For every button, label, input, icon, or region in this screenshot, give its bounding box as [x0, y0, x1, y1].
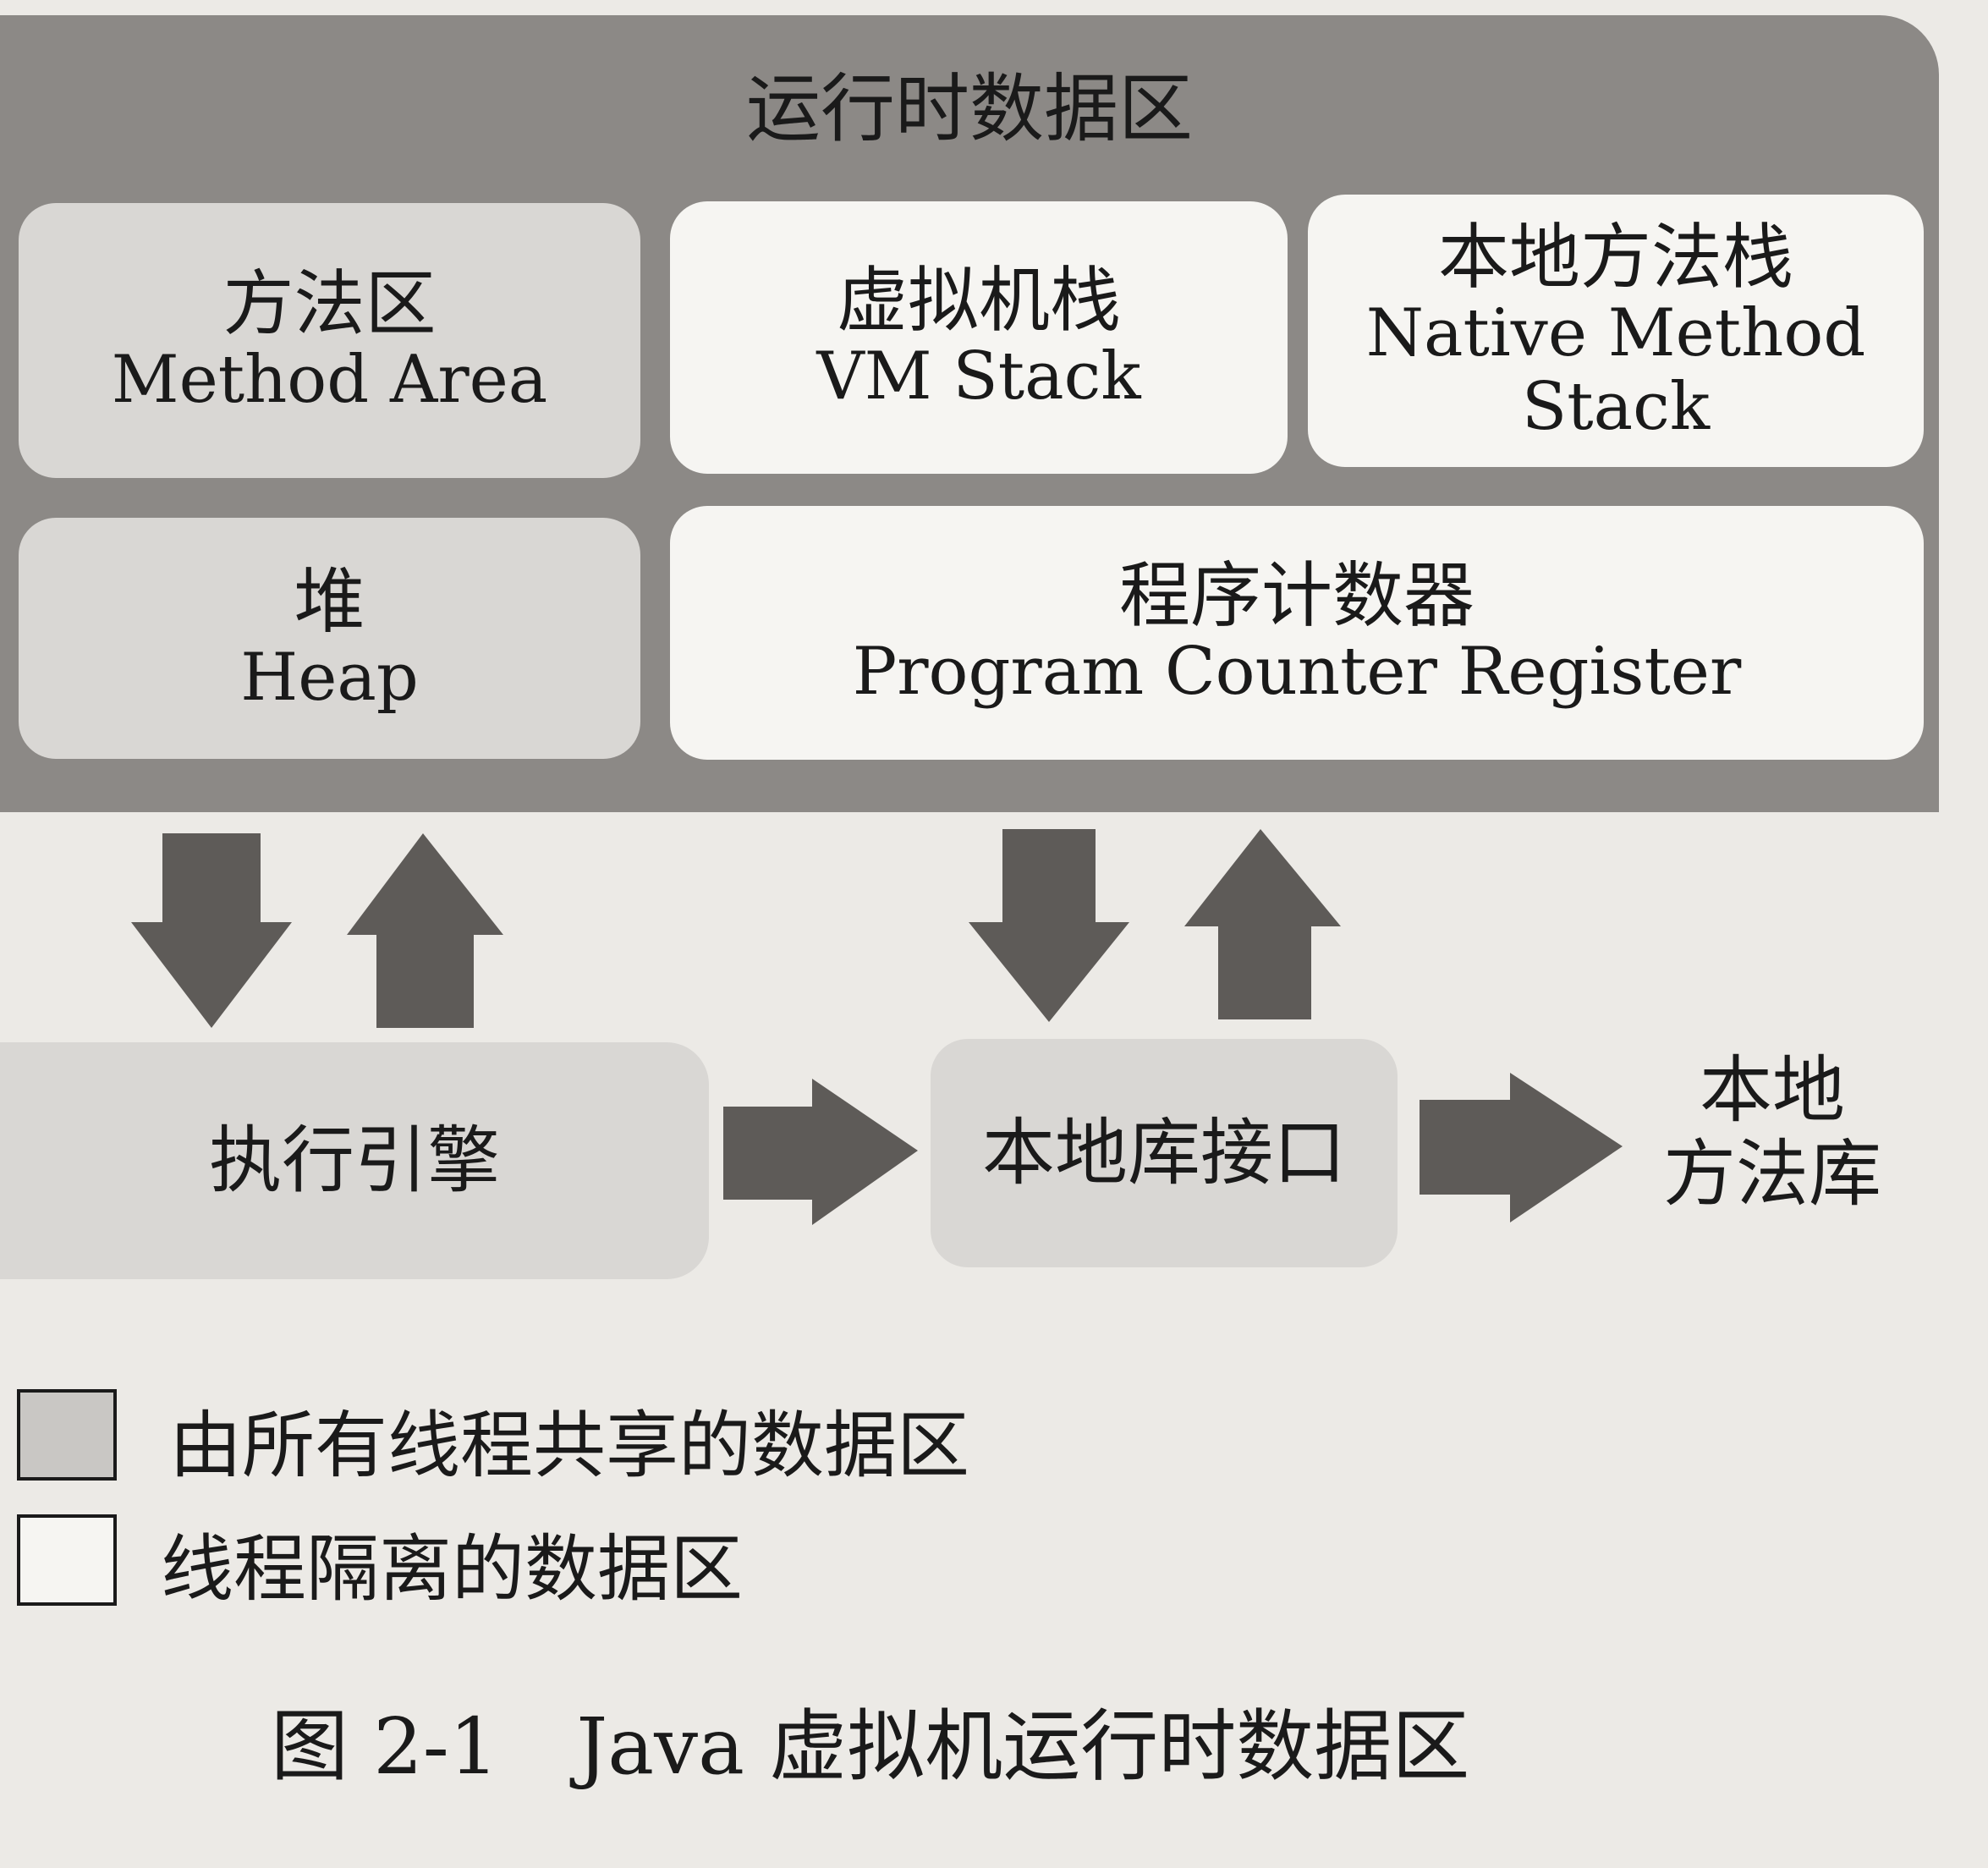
- native-method-stack-box: 本地方法栈 Native Method Stack: [1308, 195, 1924, 467]
- runtime-data-area-title: 运行时数据区: [745, 65, 1193, 152]
- figure-caption: 图 2-1 Java 虚拟机运行时数据区: [271, 1701, 1470, 1792]
- heap-zh: 堆: [294, 559, 365, 643]
- execution-engine-label: 执行引擎: [209, 1118, 500, 1203]
- method-area-en: Method Area: [111, 341, 548, 418]
- vm-stack-en: VM Stack: [816, 338, 1141, 415]
- method-area-zh: 方法区: [222, 261, 437, 345]
- arrow-up-left-icon: [347, 833, 503, 1028]
- native-library-line1: 本地: [1700, 1048, 1845, 1133]
- heap-box: 堆 Heap: [19, 518, 640, 759]
- program-counter-zh: 程序计数器: [1118, 554, 1475, 638]
- arrow-down-right-icon: [969, 829, 1129, 1022]
- arrow-down-left-icon: [131, 833, 292, 1028]
- arrow-right-interface-to-library-icon: [1420, 1073, 1623, 1222]
- native-method-library: 本地 方法库: [1633, 1049, 1912, 1217]
- arrow-up-right-icon: [1184, 829, 1341, 1019]
- heap-en: Heap: [240, 639, 419, 716]
- legend-isolated-swatch: [17, 1514, 117, 1606]
- execution-engine-box: 执行引擎: [0, 1042, 709, 1279]
- vm-stack-box: 虚拟机栈 VM Stack: [670, 201, 1288, 474]
- method-area-box: 方法区 Method Area: [19, 203, 640, 478]
- program-counter-box: 程序计数器 Program Counter Register: [670, 506, 1924, 760]
- legend-isolated-label: 线程隔离的数据区: [161, 1527, 743, 1612]
- legend-shared-label: 由所有线程共享的数据区: [169, 1404, 969, 1488]
- arrow-right-engine-to-interface-icon: [723, 1079, 918, 1225]
- program-counter-en: Program Counter Register: [852, 634, 1742, 711]
- native-method-stack-en-line1: Native Method: [1365, 294, 1866, 371]
- native-method-stack-zh: 本地方法栈: [1437, 215, 1793, 299]
- native-library-line2: 方法库: [1663, 1131, 1881, 1217]
- native-interface-box: 本地库接口: [931, 1039, 1398, 1267]
- vm-stack-zh: 虚拟机栈: [836, 259, 1121, 343]
- native-method-stack-en-line2: Stack: [1521, 369, 1711, 446]
- legend-shared-swatch: [17, 1389, 117, 1481]
- native-interface-label: 本地库接口: [982, 1110, 1346, 1195]
